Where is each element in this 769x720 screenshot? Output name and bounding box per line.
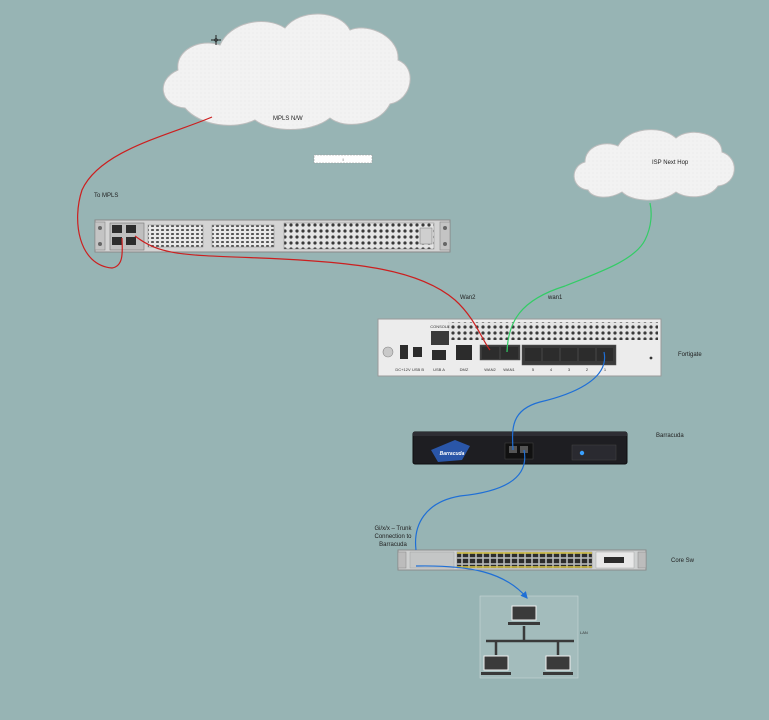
computer-icon [543, 655, 573, 675]
trunk-label-line-2: Connection to [374, 534, 412, 540]
lan-port-2 [579, 348, 595, 361]
core-switch-label: Core Sw [671, 558, 695, 564]
computer-icon [481, 655, 511, 675]
barracuda-port [520, 446, 528, 453]
reset-pinhole [649, 356, 653, 360]
lan-port-4 [543, 348, 559, 361]
isp-cloud: ISP Next Hop [573, 129, 735, 201]
mpls-router [94, 219, 451, 253]
port-label-2: 2 [586, 367, 589, 372]
core-switch [397, 549, 647, 571]
router-port [126, 225, 136, 233]
console-port [431, 331, 449, 345]
lan-bus [486, 626, 574, 655]
port-label-wan2: WAN2 [484, 367, 496, 372]
router-port [112, 225, 122, 233]
fortigate-firewall: CONSOLE DC+12V USB B USB A DMZ WAN2 WAN1… [377, 318, 662, 377]
wan1-port [501, 347, 518, 359]
barracuda-appliance: Barracuda [412, 431, 628, 465]
port-label-5: 5 [532, 367, 535, 372]
usb-a-port [432, 350, 446, 360]
mpls-cloud-label: MPLS N/W [273, 116, 303, 122]
lan-network: LAN [479, 595, 588, 679]
wan2-link [134, 235, 491, 351]
barracuda-label: Barracuda [656, 433, 684, 439]
computer-icon [508, 605, 540, 625]
lan-label: LAN [580, 630, 588, 635]
isp-link [506, 202, 652, 353]
isp-cloud-label: ISP Next Hop [652, 160, 689, 166]
fortigate-barracuda-link [511, 351, 606, 451]
barracuda-switch-link [414, 449, 526, 551]
wan1-label: wan1 [547, 295, 563, 301]
trunk-label-line-3: Barracuda [379, 542, 407, 548]
lan-port-3 [561, 348, 577, 361]
port-label-dc: DC+12V [395, 367, 411, 372]
text-box-cursor: I [342, 157, 343, 162]
barracuda-logo [431, 440, 470, 462]
mpls-cloud: MPLS N/W [162, 13, 411, 130]
router-port [126, 237, 136, 245]
port-label-usb-a: USB A [433, 367, 445, 372]
port-label-1: 1 [604, 367, 607, 372]
port-label-dmz: DMZ [460, 367, 469, 372]
barracuda-brand: Barracuda [440, 451, 465, 457]
port-label-usb-b: USB B [412, 367, 424, 372]
text-box[interactable]: I [313, 154, 373, 164]
lan-port-5 [525, 348, 541, 361]
to-mpls-label: To MPLS [94, 193, 118, 199]
status-led [579, 450, 585, 456]
usb-b-port [413, 347, 422, 357]
trunk-label-line-1: Gi/x/x – Trunk [374, 526, 412, 532]
move-cursor-icon [211, 35, 221, 45]
wan2-port [482, 347, 499, 359]
port-label-console: CONSOLE [430, 324, 450, 329]
mpls-link [77, 116, 213, 269]
port-label-wan1: WAN1 [503, 367, 515, 372]
fortigate-label: Fortigate [678, 352, 702, 358]
wan2-label: Wan2 [460, 295, 476, 301]
power-switch-icon [382, 346, 394, 358]
dc-power-jack [400, 345, 408, 359]
dmz-port [456, 345, 472, 360]
router-port [112, 237, 122, 245]
port-label-3: 3 [568, 367, 571, 372]
switch-lan-link [415, 565, 528, 599]
port-label-4: 4 [550, 367, 553, 372]
